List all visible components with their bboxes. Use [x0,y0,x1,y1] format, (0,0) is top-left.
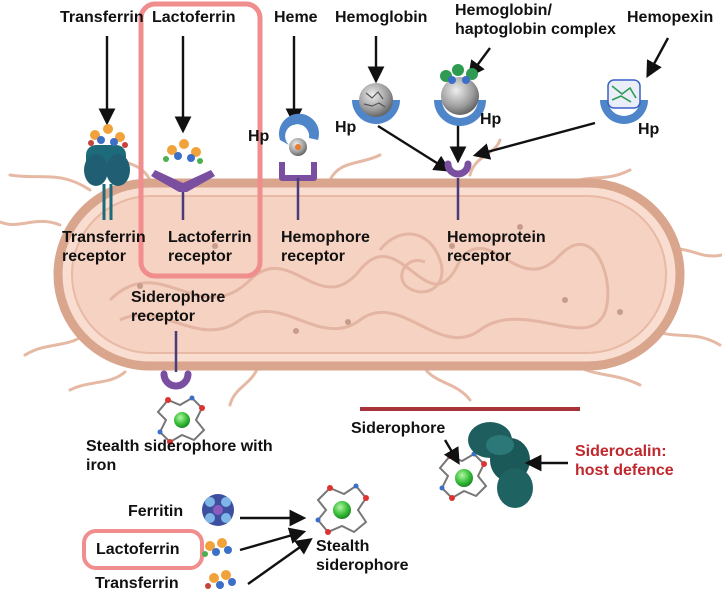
heme-label: Heme [274,9,318,26]
siderocalin-icon [468,422,533,508]
lactoferrin-lower-label: Lactoferrin [96,541,180,558]
hemophore-receptor-icon [279,113,320,220]
stealth-siderophore-icon [315,483,369,535]
lactoferrin-label: Lactoferrin [152,9,236,26]
heme-hp-label: Hp [248,128,270,145]
transferrin-label: Transferrin [60,9,144,26]
small-lactoferrin-icon [202,538,232,557]
siderocalin-label: Siderocalin: host defence [575,443,674,479]
hemopexin-label: Hemopexin [627,9,714,26]
small-transferrin-icon [205,570,236,589]
bacterial-cell [0,138,722,407]
lactoferrin-receptor-label: Lactoferrin receptor [168,229,252,265]
ferritin-icon [202,494,234,526]
hemopexin-hp-label: Hp [638,121,660,138]
hemoglobin-label: Hemoglobin [335,9,428,26]
siderophore-receptor-label: Siderophore receptor [131,289,226,325]
lower-arrows [239,439,568,585]
top-arrows [98,36,670,172]
ferritin-label: Ferritin [128,503,184,520]
hemopexin-hp-icon [600,79,648,124]
siderophore-iron-icon-1 [156,395,206,445]
hemoprotein-receptor-label: Hemoprotein receptor [447,229,546,265]
siderophore-iron-icon-2 [438,451,488,501]
hemoglobin-hp-icon [352,83,400,124]
transferrin-receptor-icon [84,124,130,220]
lactoferrin-receptor-icon [151,139,215,220]
stealth-siderophore-with-iron-label: Stealth siderophore with iron [86,438,273,474]
hemophore-receptor-label: Hemophore receptor [281,229,370,265]
stealth-siderophore-label: Stealth siderophore [316,538,409,574]
lactoferrin-highlight-box [138,1,263,279]
complex-hp-label: Hp [480,111,502,128]
hb-hp-complex-label: Hemoglobin/ haptoglobin complex [455,2,616,38]
hb-hp-complex-icon [434,64,486,126]
cell-granules [137,224,623,334]
transferrin-lower-label: Transferrin [95,575,179,592]
siderophore-receptor-icon [160,331,192,390]
siderophore-label: Siderophore [351,420,446,437]
lactoferrin-small-highlight-box [82,529,204,570]
hemoglobin-hp-label: Hp [335,119,357,136]
transferrin-receptor-label: Transferrin receptor [62,229,146,265]
hemoprotein-receptor-icon [444,160,472,220]
